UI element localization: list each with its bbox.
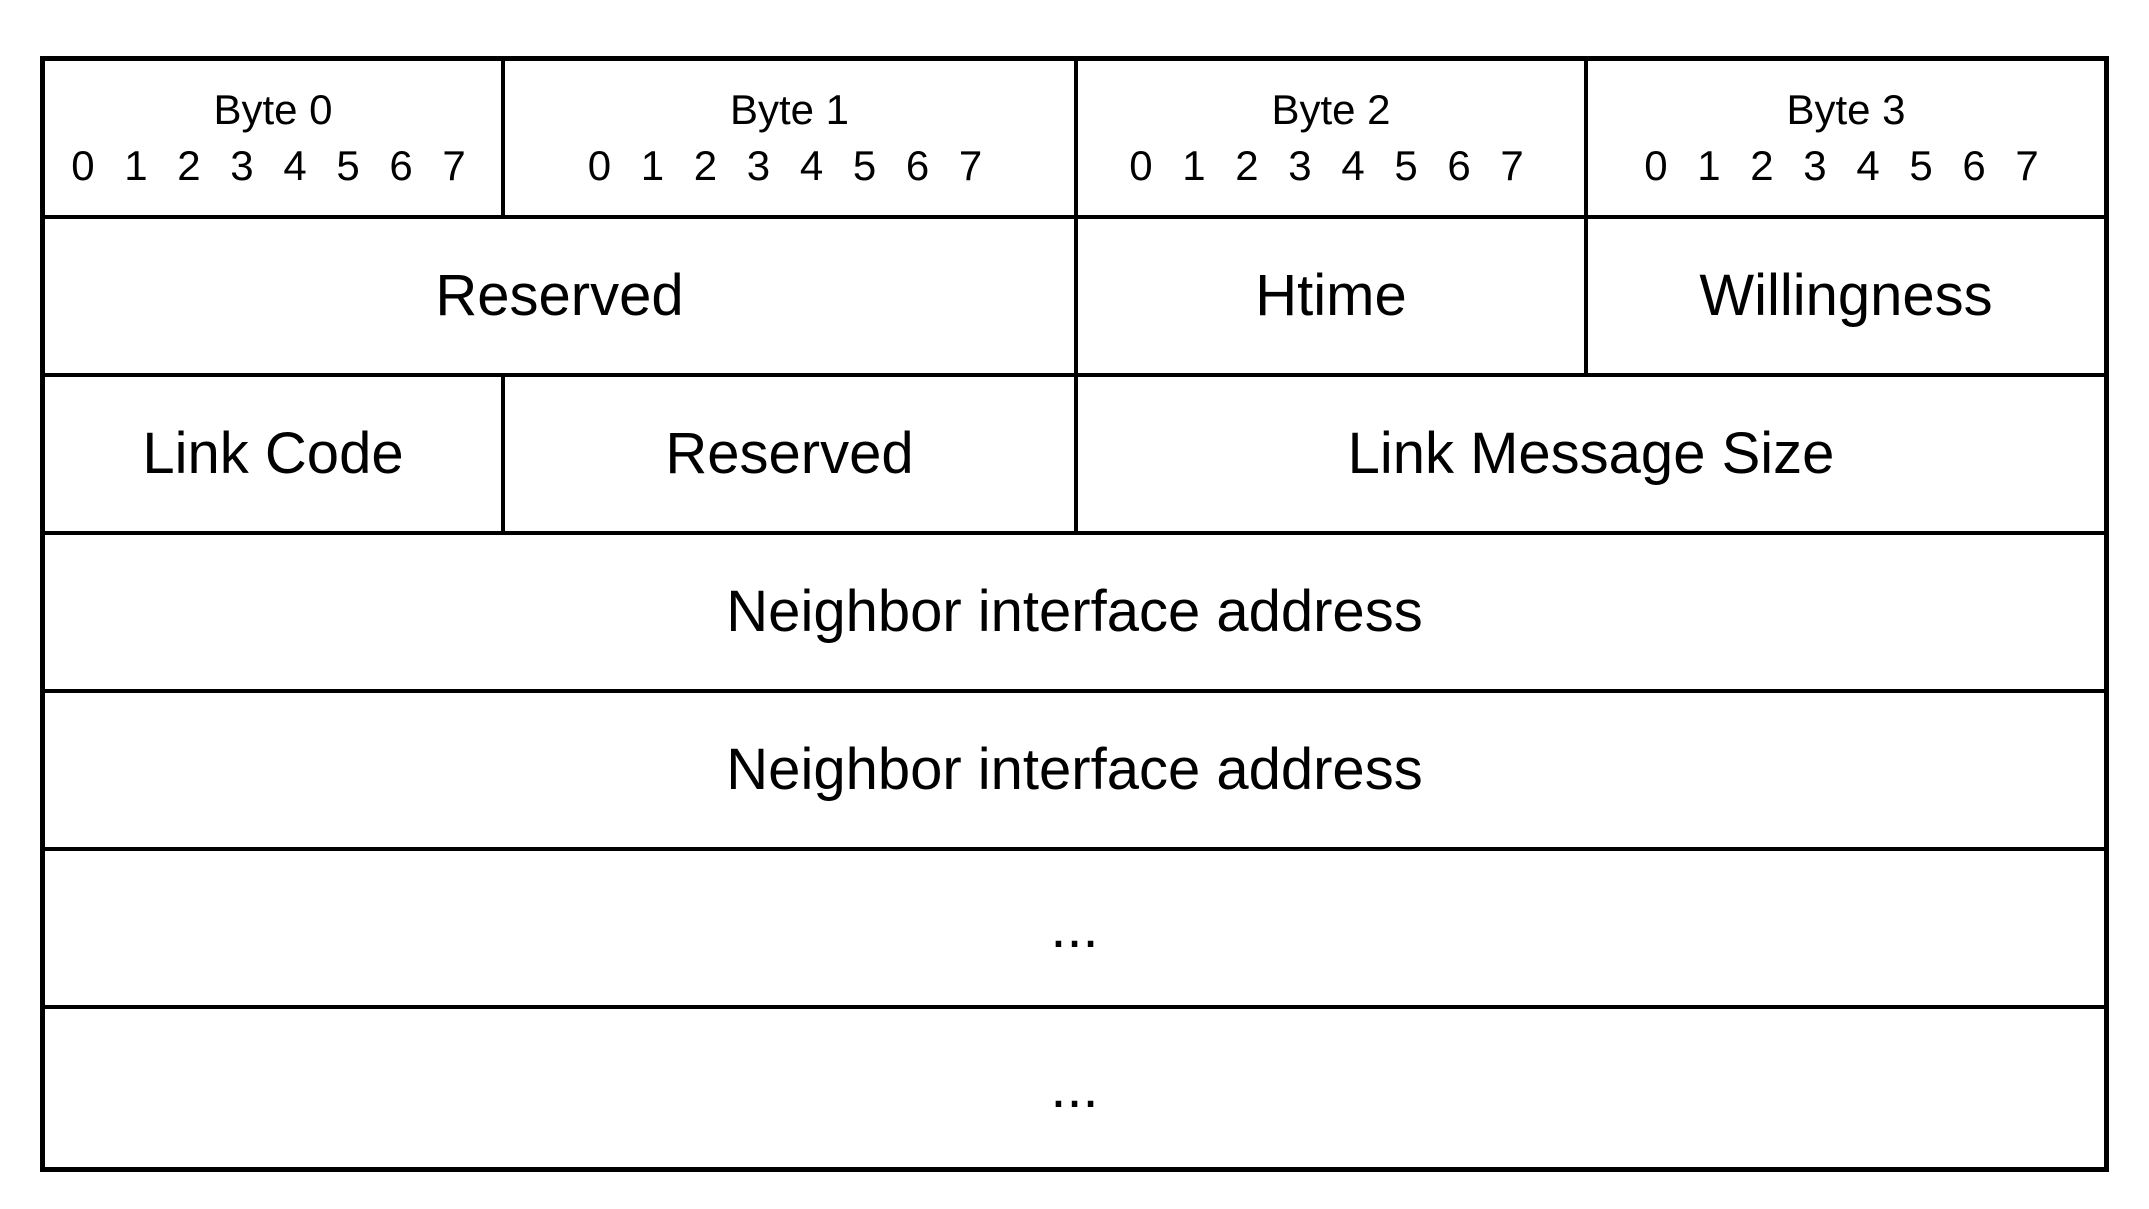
willingness-field: Willingness <box>1588 219 2104 377</box>
byte-2-header: Byte 2 0 1 2 3 4 5 6 7 <box>1078 61 1588 219</box>
ellipsis-row: ... <box>1050 1055 1099 1120</box>
bit-labels: 0 1 2 3 4 5 6 7 <box>587 142 992 189</box>
packet-format-diagram: Byte 0 0 1 2 3 4 5 6 7 Byte 1 0 1 2 3 4 … <box>40 56 2109 1172</box>
bit-labels: 0 1 2 3 4 5 6 7 <box>1644 142 2048 189</box>
byte-label: Byte 0 <box>213 86 333 133</box>
byte-label: Byte 2 <box>1271 86 1391 133</box>
neighbor-interface-address-field: Neighbor interface address <box>45 535 2104 693</box>
byte-1-header: Byte 1 0 1 2 3 4 5 6 7 <box>505 61 1078 219</box>
byte-label: Byte 3 <box>1786 86 1906 133</box>
byte-0-header: Byte 0 0 1 2 3 4 5 6 7 <box>45 61 505 219</box>
bit-labels: 0 1 2 3 4 5 6 7 <box>71 142 475 189</box>
byte-3-header: Byte 3 0 1 2 3 4 5 6 7 <box>1588 61 2104 219</box>
neighbor-interface-address-field: Neighbor interface address <box>45 693 2104 851</box>
link-message-size-field: Link Message Size <box>1078 377 2104 535</box>
reserved-field: Reserved <box>45 219 1078 377</box>
bit-labels: 0 1 2 3 4 5 6 7 <box>1129 142 1533 189</box>
ellipsis-row: ... <box>45 851 2104 1009</box>
byte-label: Byte 1 <box>729 86 850 133</box>
link-reserved-field: Reserved <box>505 377 1078 535</box>
link-code-field: Link Code <box>45 377 505 535</box>
htime-field: Htime <box>1078 219 1588 377</box>
